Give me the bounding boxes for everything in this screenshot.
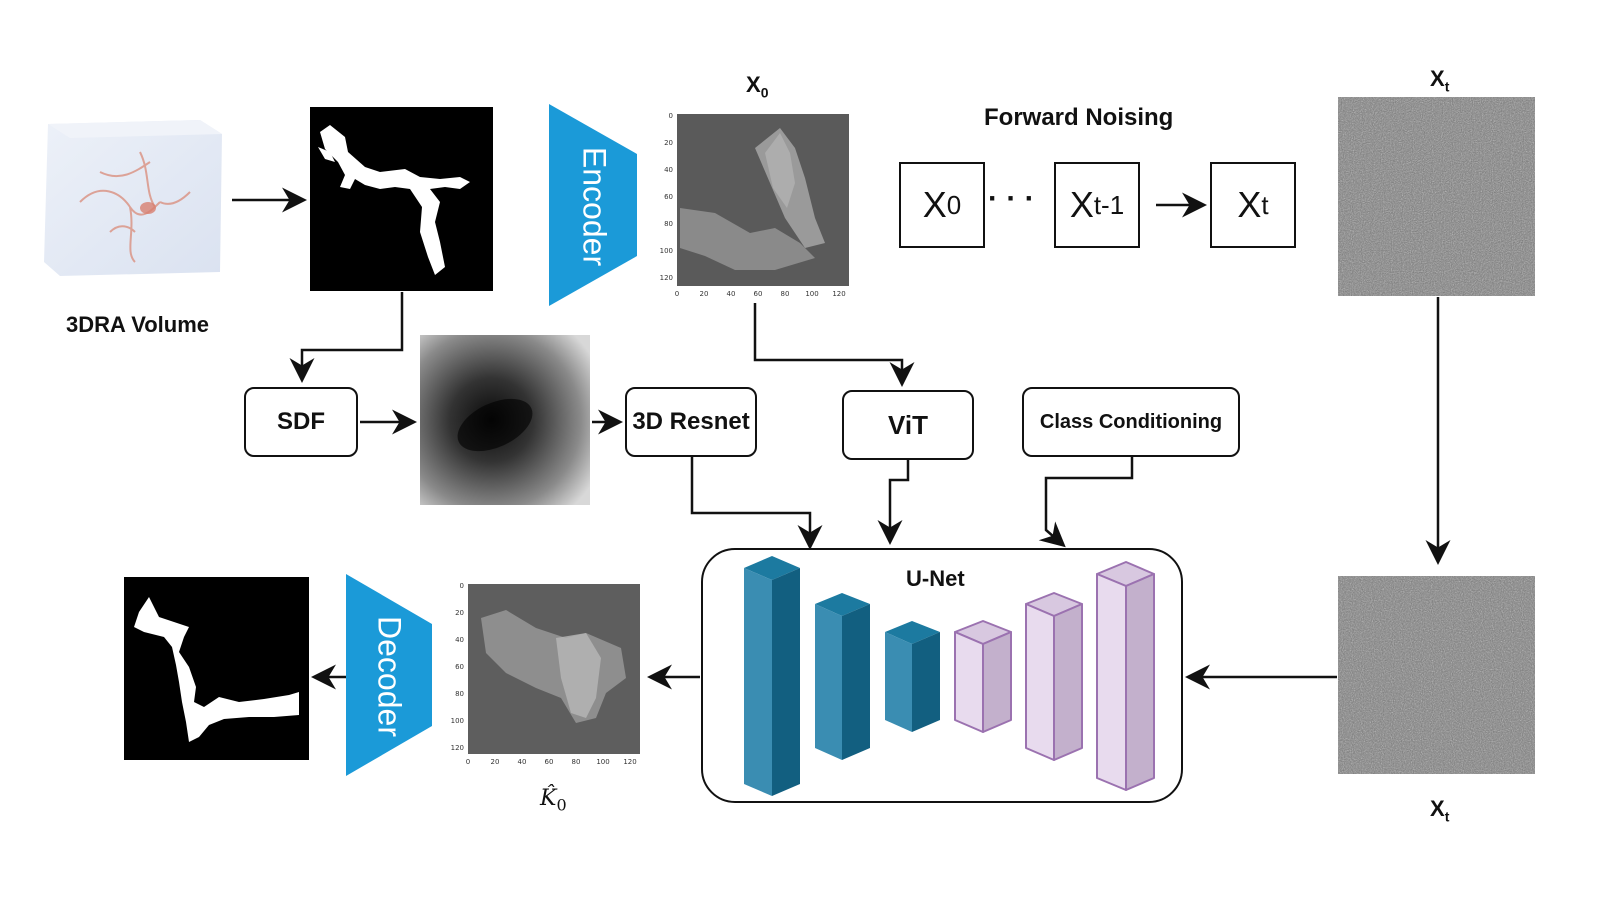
unet-bottleneck-block bbox=[885, 621, 940, 732]
noise-chain-dots: · · · bbox=[988, 182, 1035, 215]
x0-plot-y-ticks: 0 20 40 60 80 100 120 bbox=[660, 112, 673, 282]
xt-bottom-label: Xt bbox=[1430, 796, 1450, 825]
svg-text:80: 80 bbox=[664, 220, 673, 228]
class-conditioning-box: Class Conditioning bbox=[1022, 387, 1240, 457]
svg-text:40: 40 bbox=[727, 290, 736, 298]
unet-blocks bbox=[730, 548, 1170, 803]
vit-box: ViT bbox=[842, 390, 974, 460]
svg-text:80: 80 bbox=[781, 290, 790, 298]
svg-text:100: 100 bbox=[805, 290, 818, 298]
unet-label: U-Net bbox=[906, 566, 965, 591]
svg-text:20: 20 bbox=[700, 290, 709, 298]
svg-text:100: 100 bbox=[596, 758, 609, 766]
svg-text:20: 20 bbox=[664, 139, 673, 147]
volume-label: 3DRA Volume bbox=[66, 312, 210, 337]
svg-text:0: 0 bbox=[466, 758, 470, 766]
x0-top-label: X0 bbox=[746, 72, 769, 101]
noise-image-bottom bbox=[1338, 576, 1535, 774]
svg-text:60: 60 bbox=[545, 758, 554, 766]
svg-text:40: 40 bbox=[518, 758, 527, 766]
svg-text:120: 120 bbox=[451, 744, 464, 752]
x0-plot-x-ticks: 0 20 40 60 80 100 120 bbox=[675, 290, 846, 298]
svg-text:100: 100 bbox=[660, 247, 673, 255]
k0-plot-y-ticks: 0 20 40 60 80 100 120 bbox=[451, 582, 464, 752]
unet-decoder-block-3 bbox=[1096, 561, 1155, 791]
svg-text:20: 20 bbox=[455, 609, 464, 617]
x0-latent-plot: 0 20 40 60 80 100 120 0 20 40 60 80 100 … bbox=[655, 108, 855, 303]
svg-text:0: 0 bbox=[675, 290, 679, 298]
svg-text:60: 60 bbox=[455, 663, 464, 671]
3dra-volume-image bbox=[40, 112, 230, 282]
svg-text:60: 60 bbox=[754, 290, 763, 298]
encoder-block: Encoder bbox=[549, 104, 639, 306]
svg-text:100: 100 bbox=[451, 717, 464, 725]
sdf-box: SDF bbox=[244, 387, 358, 457]
svg-text:0: 0 bbox=[460, 582, 464, 590]
decoder-block: Decoder bbox=[346, 574, 434, 776]
svg-text:120: 120 bbox=[623, 758, 636, 766]
svg-text:60: 60 bbox=[664, 193, 673, 201]
unet-encoder-block-2 bbox=[815, 593, 870, 760]
xt-top-label: Xt bbox=[1430, 66, 1450, 95]
resnet-box: 3D Resnet bbox=[625, 387, 757, 457]
forward-noising-label: Forward Noising bbox=[984, 104, 1174, 131]
output-segmentation-image bbox=[124, 577, 309, 760]
svg-text:80: 80 bbox=[572, 758, 581, 766]
svg-text:40: 40 bbox=[455, 636, 464, 644]
segmentation-mask-image bbox=[310, 107, 493, 291]
unet-decoder-block-1 bbox=[954, 620, 1012, 733]
unet-decoder-block-2 bbox=[1025, 592, 1083, 761]
svg-text:120: 120 bbox=[660, 274, 673, 282]
svg-text:20: 20 bbox=[491, 758, 500, 766]
k0-plot-x-ticks: 0 20 40 60 80 100 120 bbox=[466, 758, 637, 766]
svg-text:80: 80 bbox=[455, 690, 464, 698]
k0-latent-plot: 0 20 40 60 80 100 120 0 20 40 60 80 100 … bbox=[446, 578, 646, 773]
svg-text:120: 120 bbox=[832, 290, 845, 298]
k0-label: K̂0 bbox=[540, 786, 567, 815]
noise-image-top bbox=[1338, 97, 1535, 296]
svg-text:40: 40 bbox=[664, 166, 673, 174]
sdf-image bbox=[420, 335, 590, 505]
svg-text:0: 0 bbox=[669, 112, 673, 120]
unet-encoder-block-1 bbox=[744, 556, 800, 796]
